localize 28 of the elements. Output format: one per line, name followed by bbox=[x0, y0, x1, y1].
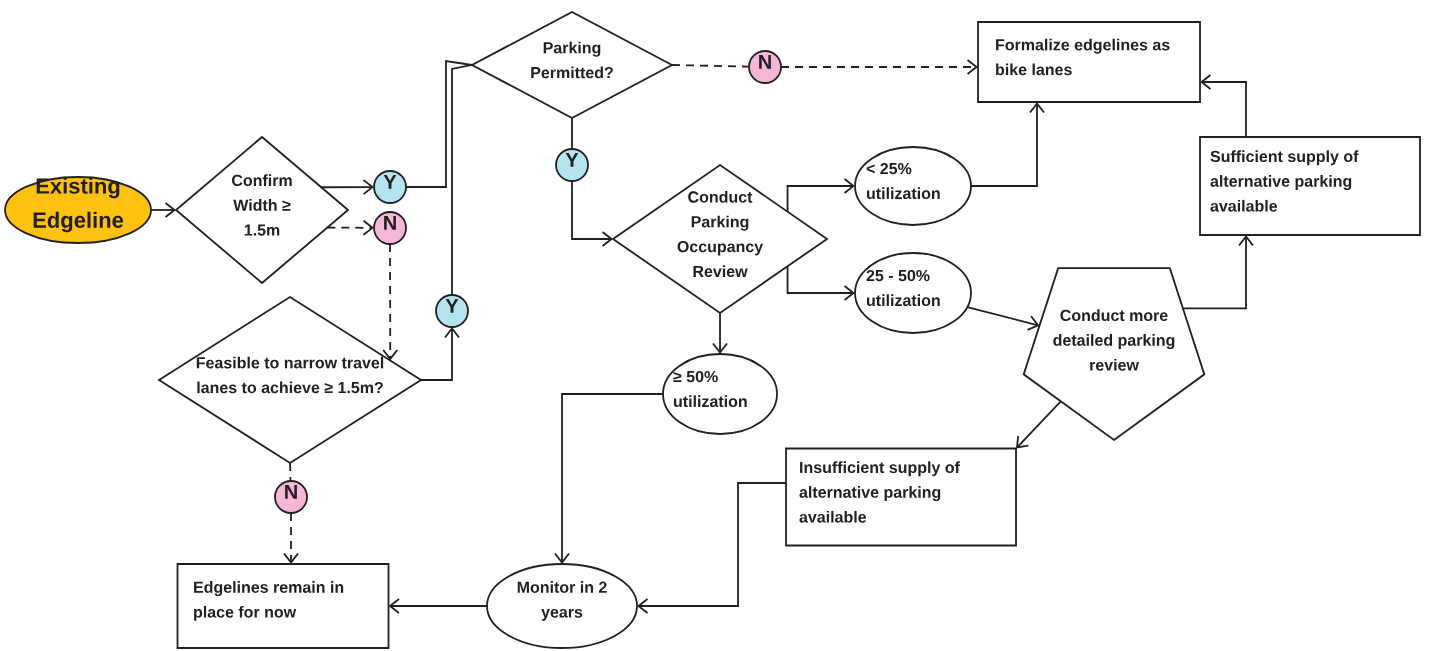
arrow bbox=[554, 393, 664, 564]
process-box: Insufficient supply of alternative parking available bbox=[785, 447, 1017, 547]
dashed-line bbox=[671, 64, 750, 68]
arrow bbox=[712, 312, 728, 354]
arrow bbox=[1200, 74, 1247, 138]
dashed-arrow bbox=[283, 512, 299, 564]
dashed-arrow bbox=[780, 59, 978, 75]
dashed-line bbox=[289, 462, 292, 482]
dashed-arrow bbox=[382, 243, 399, 361]
arrow bbox=[150, 202, 176, 218]
connector-line bbox=[571, 117, 573, 150]
arrow bbox=[420, 327, 460, 381]
arrow bbox=[786, 265, 855, 301]
connector-line bbox=[405, 59, 473, 188]
arrow bbox=[637, 482, 787, 614]
arrow bbox=[388, 598, 488, 614]
arrow bbox=[571, 180, 613, 247]
dashed-arrow bbox=[326, 219, 374, 236]
arrow bbox=[320, 179, 374, 195]
process-box: Edgelines remain in place for now bbox=[176, 563, 390, 649]
arrow bbox=[1182, 235, 1254, 310]
process-box: Formalize edgelines as bike lanes bbox=[977, 21, 1201, 103]
arrow bbox=[786, 178, 855, 213]
process-box: Sufficient supply of alternative parking available bbox=[1199, 136, 1421, 236]
arrow bbox=[970, 102, 1045, 187]
arrow bbox=[1016, 400, 1062, 449]
connector-line bbox=[451, 64, 473, 296]
arrow bbox=[966, 306, 1040, 331]
